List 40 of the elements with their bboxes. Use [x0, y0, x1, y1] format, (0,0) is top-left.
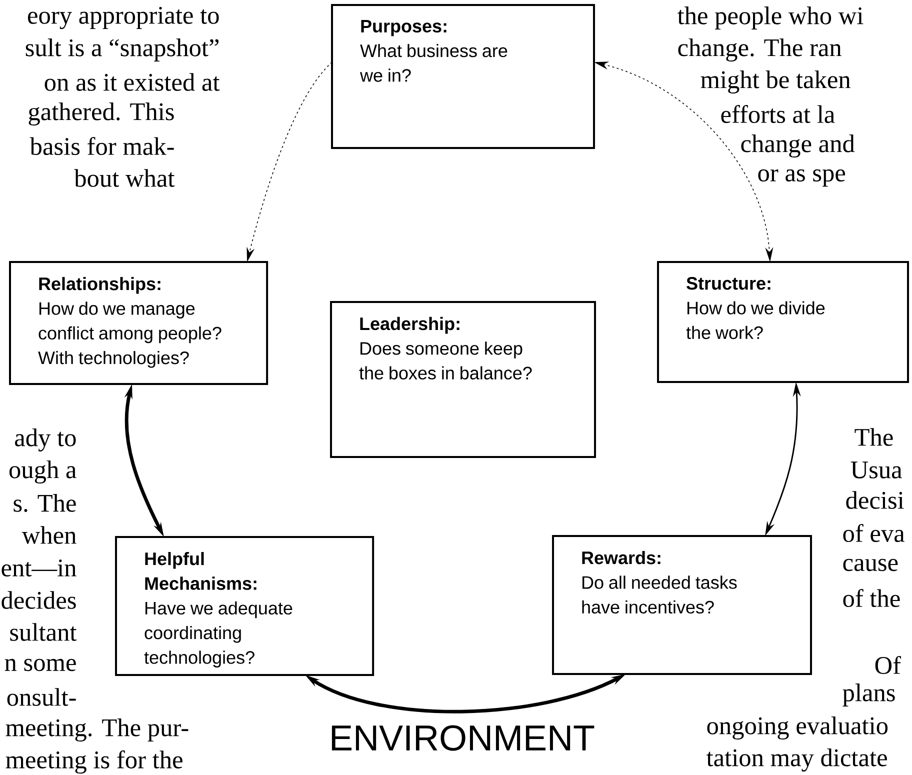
question-box: Helpful Mechanisms: Have we adequate coordinating technologies? [115, 536, 374, 676]
text-fragment: meeting is for the [6, 750, 182, 774]
question-box: Rewards: Do all needed tasks have incentives? [552, 535, 812, 675]
text-fragment: bout what [74, 169, 175, 187]
text-fragment: cause [843, 558, 898, 572]
text-fragment: ough a [9, 460, 76, 484]
text-fragment: ent—in [2, 560, 76, 577]
text-fragment: The [854, 428, 893, 446]
text-fragment: s. The [14, 494, 76, 512]
text-fragment: sult is a “snapshot” [26, 38, 219, 62]
text-fragment: of the [843, 588, 900, 608]
text-fragment: decisi [846, 491, 904, 509]
question-box: Purposes: What business are we in? [331, 4, 595, 149]
text-fragment: meeting. The pur- [6, 718, 188, 742]
text-fragment: ongoing evaluatio [707, 716, 888, 740]
text-fragment: of eva [843, 524, 905, 542]
text-fragment: change. The ran [678, 38, 842, 62]
text-fragment: decides [2, 591, 76, 609]
text-fragment: change and [741, 134, 855, 158]
text-fragment: the people who wi [678, 6, 864, 30]
text-fragment: tation may dictate [706, 748, 887, 772]
text-fragment: eory appropriate to [28, 6, 219, 30]
text-fragment: might be taken [700, 70, 850, 94]
text-fragment: ady to [15, 428, 76, 452]
text-fragment: Usua [850, 462, 902, 478]
question-box: Leadership: Does someone keep the boxes in balance? [330, 301, 596, 458]
text-fragment: on as it existed at [44, 73, 220, 91]
text-fragment: gathered. This [28, 102, 174, 126]
text-fragment: or as spe [758, 169, 846, 187]
text-fragment: when [22, 526, 76, 544]
question-box: Relationships: How do we manage conflict among people? With technologies? [9, 261, 268, 385]
text-fragment: sultant [10, 623, 77, 641]
text-fragment: Of [875, 656, 901, 674]
text-fragment: onsult- [7, 688, 76, 706]
environment-label: ENVIRONMENT [332, 725, 594, 751]
question-box: Structure: How do we divide the work? [657, 261, 910, 383]
text-fragment: n some [4, 658, 76, 672]
text-fragment: basis for mak- [30, 136, 174, 156]
text-fragment: plans [842, 684, 895, 706]
text-fragment: efforts at la [721, 104, 835, 124]
